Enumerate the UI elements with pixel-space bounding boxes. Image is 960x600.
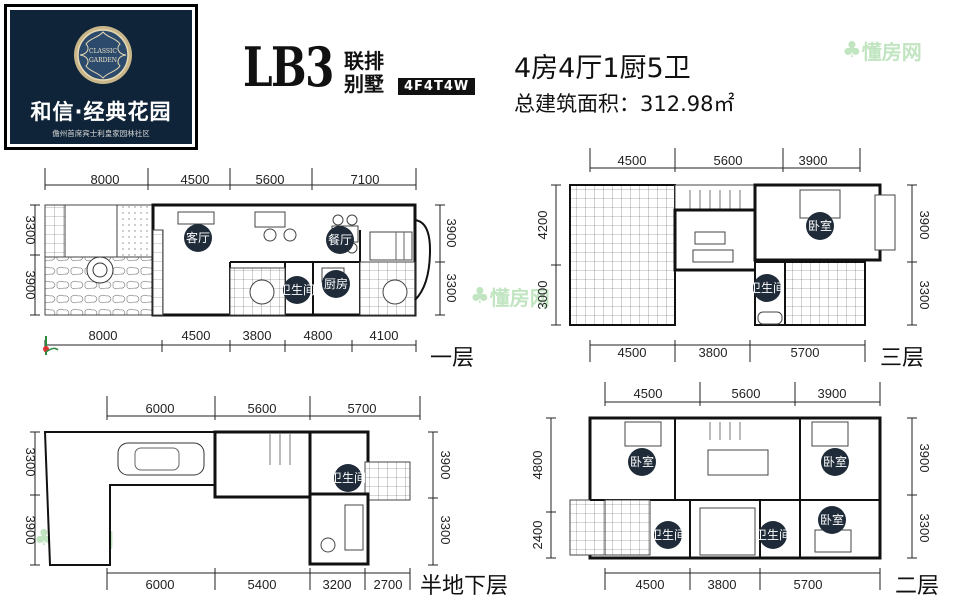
dim-label: 3900 xyxy=(917,444,932,473)
house-type: 联排别墅 xyxy=(344,49,384,96)
room-label: 卫生间 xyxy=(749,281,785,295)
model-code: LB3 xyxy=(243,35,334,99)
badge-text-2: GARDEN xyxy=(89,57,117,64)
floor-label-third: 三层 xyxy=(880,346,925,371)
dim-label: 3300 xyxy=(23,216,38,245)
room-label: 卧室 xyxy=(820,512,844,527)
dim-label: 4500 xyxy=(618,345,647,360)
dim-label: 5600 xyxy=(732,386,761,401)
dim-label: 8000 xyxy=(89,328,118,343)
dim-label: 3300 xyxy=(444,274,459,303)
brand-slogan: 儋州首席宾士利皇家园林社区 xyxy=(52,129,150,138)
dim-label: 3900 xyxy=(23,271,38,300)
dim-label: 5600 xyxy=(714,153,743,168)
third-floor-plan: 4500 5600 3900 4500 3800 5700 4200 3000 … xyxy=(535,148,932,362)
room-label: 卫生间 xyxy=(279,283,315,297)
total-area: 总建筑面积：312.98㎡ xyxy=(514,92,735,116)
dim-label: 3900 xyxy=(917,211,932,240)
dim-label: 3900 xyxy=(23,516,38,545)
palm-tree-icon: ♣ xyxy=(842,38,862,63)
dim-label: 6000 xyxy=(146,401,175,416)
dim-label: 4800 xyxy=(530,451,545,480)
dim-label: 5600 xyxy=(248,401,277,416)
dim-label: 5700 xyxy=(348,401,377,416)
palm-tree-icon: ♣ xyxy=(470,284,490,309)
room-label: 卫生间 xyxy=(330,471,366,485)
room-label: 卧室 xyxy=(808,218,832,233)
room-label: 餐厅 xyxy=(328,232,352,247)
room-label: 卧室 xyxy=(630,454,654,469)
dim-label: 4500 xyxy=(618,153,647,168)
brand-name: 和信·经典花园 xyxy=(30,100,172,124)
first-floor-plan: 8000 4500 5600 7100 8000 4500 3800 4800 … xyxy=(23,168,459,355)
dim-label: 2400 xyxy=(530,521,545,550)
room-label: 客厅 xyxy=(186,230,210,245)
logo-badge-icon: CLASSIC GARDEN xyxy=(74,26,132,84)
dim-label: 3000 xyxy=(535,281,550,310)
dim-label: 5600 xyxy=(256,172,285,187)
dim-label: 4500 xyxy=(182,328,211,343)
dim-label: 3900 xyxy=(438,451,453,480)
dim-label: 4100 xyxy=(370,328,399,343)
floor-label-basement: 半地下层 xyxy=(420,574,509,599)
dim-label: 2700 xyxy=(374,577,403,592)
dim-label: 3900 xyxy=(444,219,459,248)
dim-label: 4200 xyxy=(535,211,550,240)
dim-label: 3300 xyxy=(438,516,453,545)
room-label: 卧室 xyxy=(823,454,847,469)
dim-label: 3300 xyxy=(23,448,38,477)
room-label: 卫生间 xyxy=(650,528,686,542)
dim-label: 5700 xyxy=(791,345,820,360)
dim-label: 3900 xyxy=(799,153,828,168)
dim-label: 5400 xyxy=(248,577,277,592)
dim-label: 4800 xyxy=(304,328,333,343)
dim-label: 4500 xyxy=(634,386,663,401)
floor-label-first: 一层 xyxy=(430,346,475,371)
dim-label: 4500 xyxy=(636,577,665,592)
watermark: ♣懂房网 xyxy=(842,38,922,64)
layout-tag: 4F4T4W xyxy=(398,78,476,95)
badge-text-1: CLASSIC xyxy=(89,48,117,55)
second-floor-plan: 4500 5600 3900 4500 3800 5700 4800 2400 … xyxy=(530,382,932,592)
dim-label: 3300 xyxy=(917,514,932,543)
dim-label: 6000 xyxy=(146,577,175,592)
room-label: 厨房 xyxy=(324,276,348,291)
dim-label: 7100 xyxy=(351,172,380,187)
brand-logo: CLASSIC GARDEN 和信·经典花园 儋州首席宾士利皇家园林社区 xyxy=(4,4,198,150)
dim-label: 3300 xyxy=(917,281,932,310)
dim-label: 3200 xyxy=(323,577,352,592)
logo-panel: CLASSIC GARDEN 和信·经典花园 儋州首席宾士利皇家园林社区 xyxy=(10,10,192,144)
dim-label: 3800 xyxy=(699,345,728,360)
watermark: ♣懂房网 xyxy=(470,284,550,310)
dim-label: 4500 xyxy=(181,172,210,187)
dim-label: 8000 xyxy=(91,172,120,187)
floor-label-second: 二层 xyxy=(895,574,940,599)
basement-floor-plan: 6000 5600 5700 6000 5400 3200 2700 3300 … xyxy=(23,396,453,592)
flower-icon xyxy=(43,336,59,355)
dim-label: 5700 xyxy=(794,577,823,592)
dim-label: 3800 xyxy=(708,577,737,592)
room-label: 卫生间 xyxy=(755,528,791,542)
dim-label: 3900 xyxy=(818,386,847,401)
dim-label: 3800 xyxy=(243,328,272,343)
room-summary: 4房4厅1厨5卫 xyxy=(514,53,691,84)
